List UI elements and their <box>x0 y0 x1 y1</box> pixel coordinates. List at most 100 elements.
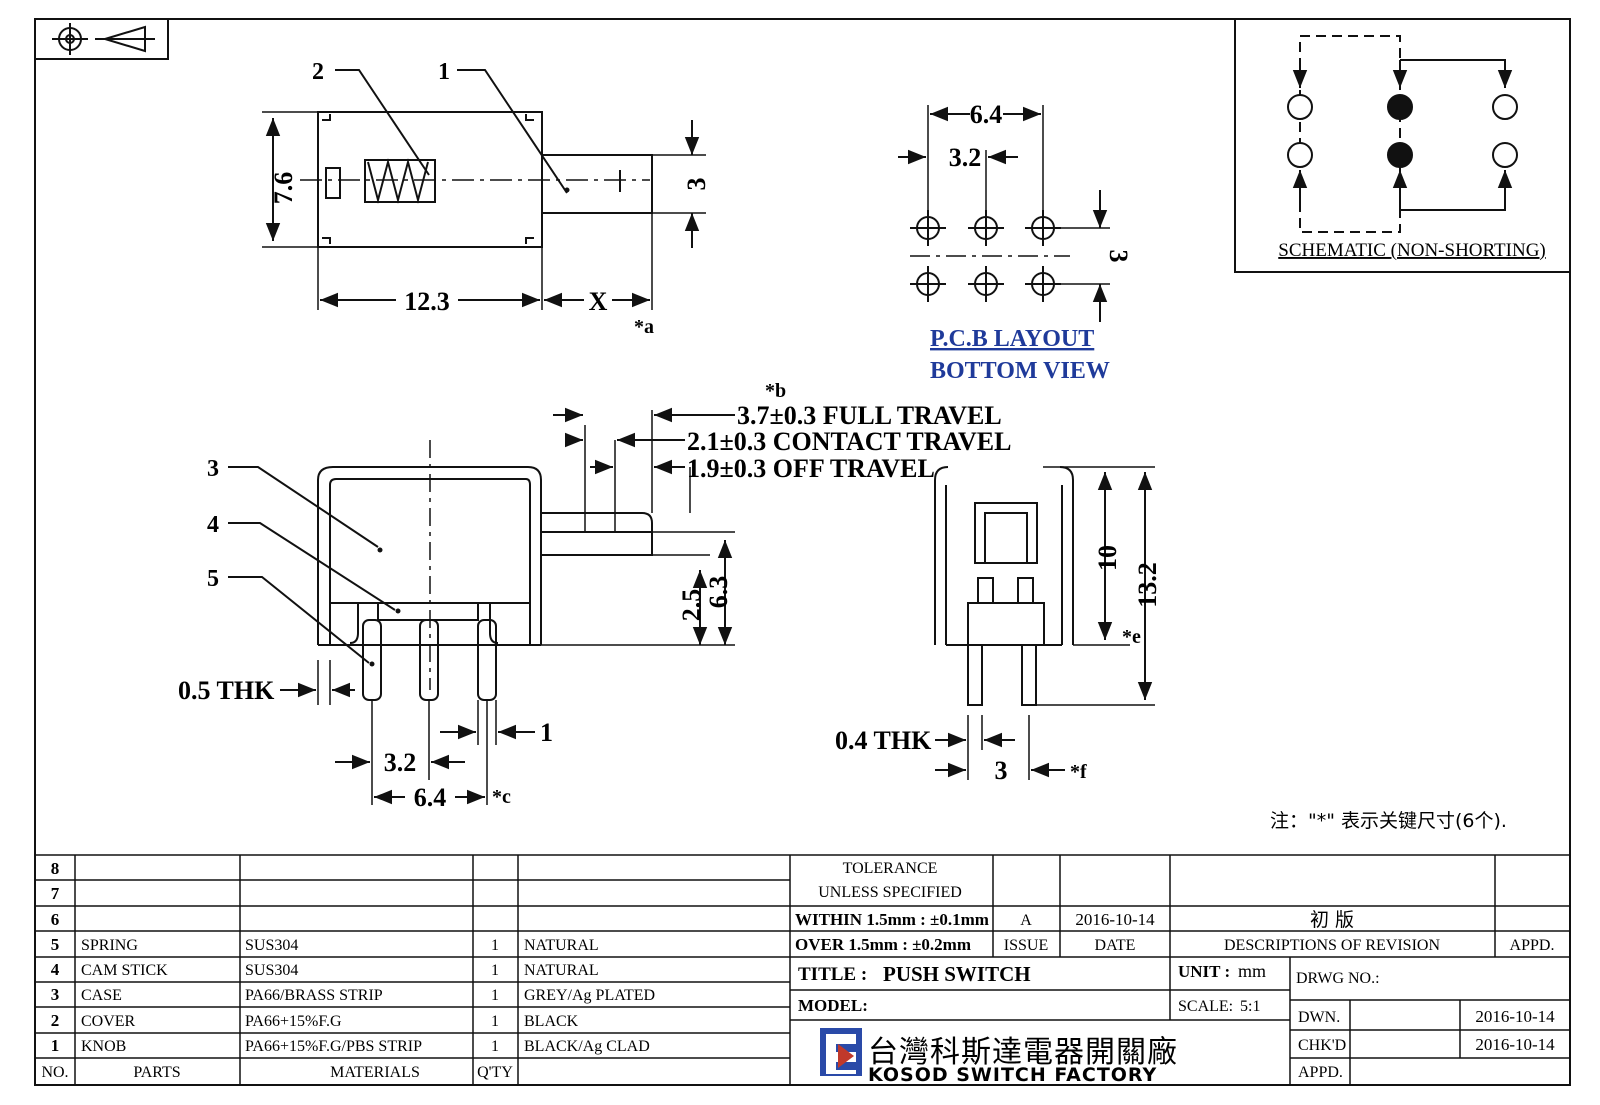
dim-pitch: 3.2 <box>384 748 417 777</box>
full-travel: 3.7±0.3 FULL TRAVEL <box>737 401 1002 430</box>
chkd-label: CHK'D <box>1298 1037 1346 1054</box>
pcb-hole <box>1025 266 1061 302</box>
dim-end-h2: 13.2 <box>1133 562 1162 608</box>
revision-date: 2016-10-14 <box>1075 910 1155 929</box>
model-label: MODEL: <box>798 996 868 1015</box>
svg-text:Q'TY: Q'TY <box>477 1064 513 1081</box>
sheet-border <box>34 18 1571 1086</box>
dim-thk: 0.5 THK <box>178 676 275 705</box>
unit-value: mm <box>1238 961 1266 981</box>
svg-text:3: 3 <box>51 985 60 1004</box>
pcb-row-pitch: 3 <box>1104 250 1133 263</box>
pcb-hole <box>968 210 1004 246</box>
terminal-open <box>1492 142 1518 168</box>
svg-text:PA66/BRASS STRIP: PA66/BRASS STRIP <box>245 987 383 1004</box>
note-a: *a <box>634 316 654 338</box>
svg-text:PA66+15%F.G/PBS STRIP: PA66+15%F.G/PBS STRIP <box>245 1038 422 1055</box>
scale-value: 5:1 <box>1240 998 1260 1015</box>
callout-4: 4 <box>207 512 219 538</box>
svg-text:1: 1 <box>491 1038 499 1055</box>
dim-pin-gap: 1 <box>540 718 553 747</box>
terminal-common <box>1387 142 1413 168</box>
svg-text:NATURAL: NATURAL <box>524 962 599 979</box>
note-f: *f <box>1070 761 1087 783</box>
schematic: SCHEMATIC (NON-SHORTING) <box>1234 18 1571 273</box>
svg-text:SUS304: SUS304 <box>245 937 298 954</box>
svg-text:MATERIALS: MATERIALS <box>330 1064 420 1081</box>
dim-knob-top: 6.3 <box>704 576 733 609</box>
svg-text:CAM STICK: CAM STICK <box>81 962 168 979</box>
callout-2: 2 <box>312 59 324 85</box>
dwn-label: DWN. <box>1298 1009 1340 1026</box>
bom-row: 4 CAM STICK SUS304 1 NATURAL <box>51 960 599 979</box>
schematic-title: SCHEMATIC (NON-SHORTING) <box>1278 240 1546 261</box>
company-name-en: KOSOD SWITCH FACTORY <box>868 1064 1157 1086</box>
note-c: *c <box>492 786 511 808</box>
dim-knob-height: 2.5 <box>677 589 706 622</box>
svg-text:1: 1 <box>491 987 499 1004</box>
svg-text:KNOB: KNOB <box>81 1038 126 1055</box>
callout-1: 1 <box>438 59 450 85</box>
revision-desc-header: DESCRIPTIONS OF REVISION <box>1224 937 1440 954</box>
note-e: *e <box>1122 626 1141 648</box>
revision-date-header: DATE <box>1095 937 1136 954</box>
bom-row: 2 COVER PA66+15%F.G 1 BLACK <box>51 1011 579 1030</box>
bom-row: 1 KNOB PA66+15%F.G/PBS STRIP 1 BLACK/Ag … <box>51 1036 650 1055</box>
end-view: 10 13.2 *e 0.4 THK 3 *f <box>835 466 1162 785</box>
projection-symbol <box>34 18 169 60</box>
bom-header: NO. PARTS MATERIALS Q'TY <box>41 1064 513 1081</box>
svg-text:1: 1 <box>491 1013 499 1030</box>
svg-text:8: 8 <box>51 859 60 878</box>
terminal-open <box>1287 142 1313 168</box>
title-block: 8 7 6 5 SPRING SUS304 1 NATURAL 4 CAM ST… <box>35 854 1570 1086</box>
company-name-cn: 台灣科斯達電器開關廠 <box>868 1035 1178 1070</box>
pcb-layout: 6.4 3.2 3 P.C.B LAYOUT BOTTOM VIEW <box>898 100 1133 384</box>
pcb-hole <box>968 266 1004 302</box>
svg-text:SUS304: SUS304 <box>245 962 298 979</box>
svg-text:2: 2 <box>51 1011 60 1030</box>
dim-height: 7.6 <box>269 172 298 205</box>
svg-text:NATURAL: NATURAL <box>524 937 599 954</box>
revision-issue: A <box>1020 912 1032 929</box>
svg-text:NO.: NO. <box>41 1064 68 1081</box>
off-travel: 1.9±0.3 OFF TRAVEL <box>687 454 935 483</box>
revision-desc: 初 版 <box>1310 909 1354 931</box>
pcb-hole <box>910 266 946 302</box>
pcb-subtitle: BOTTOM VIEW <box>930 358 1110 384</box>
note-b: *b <box>765 380 786 402</box>
svg-text:5: 5 <box>51 935 60 954</box>
top-view: 2 1 7.6 3 12.3 X *a <box>262 59 711 338</box>
dim-pitch-total: 6.4 <box>414 783 447 812</box>
company-logo <box>820 1028 862 1076</box>
tolerance-line3: WITHIN 1.5mm : ±0.1mm <box>795 910 989 929</box>
bom-row: 5 SPRING SUS304 1 NATURAL <box>51 935 599 954</box>
pcb-pitch: 3.2 <box>949 143 982 172</box>
tolerance-line4: OVER 1.5mm : ±0.2mm <box>795 935 971 954</box>
svg-text:1: 1 <box>491 937 499 954</box>
bom-row: 8 <box>51 859 60 878</box>
dwn-date: 2016-10-14 <box>1475 1007 1555 1026</box>
dim-knob-dia: 3 <box>682 178 711 191</box>
bom-row: 3 CASE PA66/BRASS STRIP 1 GREY/Ag PLATED <box>51 985 655 1004</box>
svg-text:CASE: CASE <box>81 987 122 1004</box>
dim-x: X <box>589 287 608 316</box>
bom-row: 6 <box>51 910 60 929</box>
title-label: TITLE : <box>798 964 867 985</box>
contact-travel: 2.1±0.3 CONTACT TRAVEL <box>687 427 1011 456</box>
side-view: 3 4 5 *b 3.7±0.3 FULL TRAVEL 2.1±0.3 CON… <box>178 380 1011 812</box>
bom-row: 7 <box>51 884 60 903</box>
dim-body-length: 12.3 <box>404 287 450 316</box>
terminal-open <box>1287 94 1313 120</box>
callout-5: 5 <box>207 566 219 592</box>
revision-appd-header: APPD. <box>1510 937 1555 954</box>
svg-text:COVER: COVER <box>81 1013 136 1030</box>
tolerance-line2: UNLESS SPECIFIED <box>818 884 962 901</box>
dim-end-h1: 10 <box>1093 545 1122 571</box>
svg-text:1: 1 <box>51 1036 60 1055</box>
dim-end-row: 3 <box>995 756 1008 785</box>
appd-label: APPD. <box>1298 1064 1343 1081</box>
chkd-date: 2016-10-14 <box>1475 1035 1555 1054</box>
svg-text:GREY/Ag PLATED: GREY/Ag PLATED <box>524 987 655 1004</box>
pcb-title: P.C.B LAYOUT <box>930 326 1094 352</box>
